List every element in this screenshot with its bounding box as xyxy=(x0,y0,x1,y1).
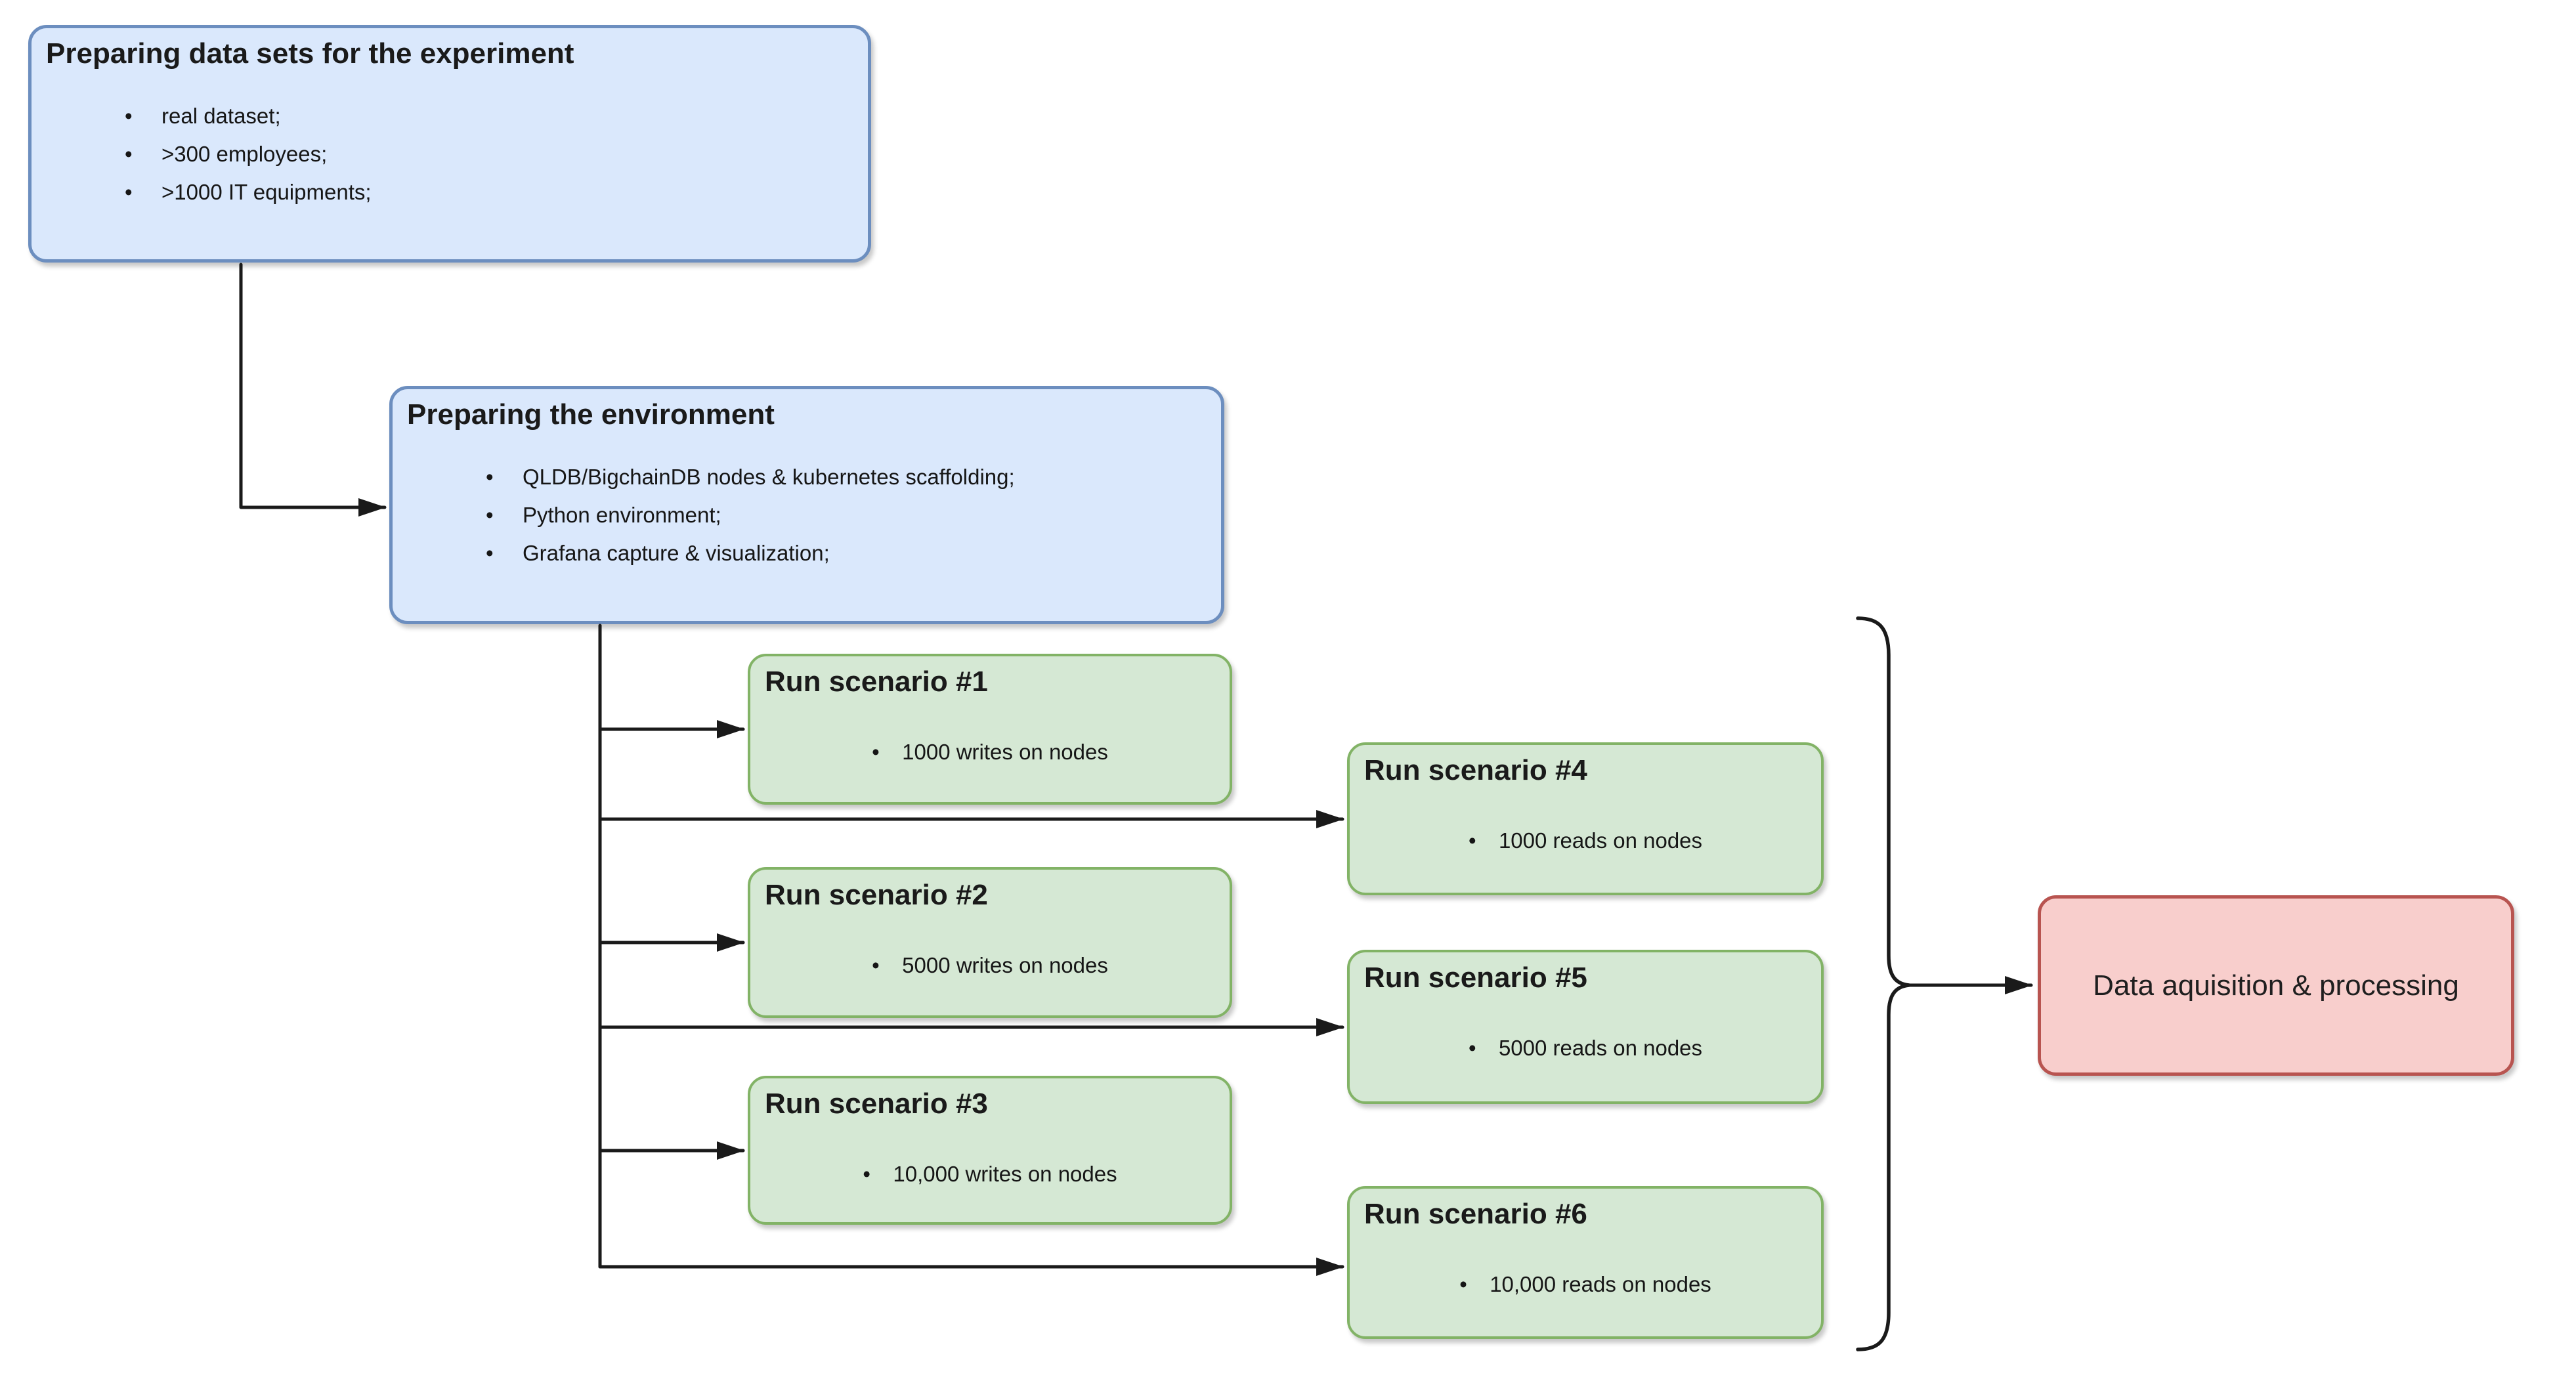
bullet-item: • >300 employees; xyxy=(125,135,868,173)
node-title: Run scenario #3 xyxy=(765,1088,988,1120)
node-run-scenario-1: Run scenario #1 • 1000 writes on nodes xyxy=(748,654,1232,805)
bullet-text: 5000 reads on nodes xyxy=(1498,1035,1703,1060)
node-title: Run scenario #6 xyxy=(1364,1198,1587,1230)
bullet-text: Python environment; xyxy=(523,502,721,527)
bullet-dot-icon: • xyxy=(872,739,880,764)
bullet-list: • 10,000 writes on nodes xyxy=(750,1155,1230,1193)
bullet-list: • real dataset; • >300 employees; • >1000 I… xyxy=(32,97,868,211)
bullet-text: 10,000 reads on nodes xyxy=(1490,1271,1711,1296)
bullet-text: Grafana capture & visualization; xyxy=(523,540,830,565)
node-run-scenario-2: Run scenario #2 • 5000 writes on nodes xyxy=(748,867,1232,1018)
bullet-text: 10,000 writes on nodes xyxy=(893,1161,1117,1186)
edge-datasets-to-environment xyxy=(239,263,387,517)
bullet-item: • Python environment; xyxy=(486,496,1221,534)
bullet-item: • real dataset; xyxy=(125,97,868,135)
bullet-list: • 5000 reads on nodes xyxy=(1350,1029,1821,1067)
node-run-scenario-3: Run scenario #3 • 10,000 writes on nodes xyxy=(748,1076,1232,1225)
node-run-scenario-5: Run scenario #5 • 5000 reads on nodes xyxy=(1347,950,1824,1104)
bullet-dot-icon: • xyxy=(1468,1035,1476,1060)
bullet-dot-icon: • xyxy=(863,1161,870,1186)
bullet-text: >1000 IT equipments; xyxy=(161,179,372,204)
bullet-item: • 5000 writes on nodes xyxy=(750,946,1230,985)
bullet-text: 1000 writes on nodes xyxy=(902,739,1108,764)
node-title: Preparing data sets for the experiment xyxy=(46,37,574,70)
curly-brace xyxy=(1856,616,1911,1351)
bullet-item: • 1000 writes on nodes xyxy=(750,733,1230,771)
bullet-dot-icon: • xyxy=(125,141,133,166)
node-title: Run scenario #2 xyxy=(765,879,988,911)
bullet-item: • QLDB/BigchainDB nodes & kubernetes scaf… xyxy=(486,458,1221,496)
bullet-dot-icon: • xyxy=(486,540,494,565)
bullet-list: • 1000 reads on nodes xyxy=(1350,822,1821,860)
bullet-item: • 5000 reads on nodes xyxy=(1350,1029,1821,1067)
bullet-text: 5000 writes on nodes xyxy=(902,952,1108,977)
bullet-item: • Grafana capture & visualization; xyxy=(486,534,1221,572)
node-run-scenario-4: Run scenario #4 • 1000 reads on nodes xyxy=(1347,742,1824,895)
bullet-text: QLDB/BigchainDB nodes & kubernetes scaff… xyxy=(523,464,1015,489)
bullet-list: • 1000 writes on nodes xyxy=(750,733,1230,771)
bullet-text: >300 employees; xyxy=(161,141,328,166)
bullet-item: • 10,000 reads on nodes xyxy=(1350,1265,1821,1304)
bullet-list: • 10,000 reads on nodes xyxy=(1350,1265,1821,1304)
bullet-dot-icon: • xyxy=(872,952,880,977)
bullet-list: • QLDB/BigchainDB nodes & kubernetes scaf… xyxy=(393,458,1221,572)
node-prepare-datasets: Preparing data sets for the experiment •… xyxy=(28,25,871,263)
node-title: Preparing the environment xyxy=(407,398,775,431)
bullet-list: • 5000 writes on nodes xyxy=(750,946,1230,985)
bullet-item: • >1000 IT equipments; xyxy=(125,173,868,211)
node-run-scenario-6: Run scenario #6 • 10,000 reads on nodes xyxy=(1347,1186,1824,1339)
bullet-dot-icon: • xyxy=(125,103,133,128)
node-data-acquisition: Data aquisition & processing xyxy=(2038,895,2514,1076)
bullet-item: • 10,000 writes on nodes xyxy=(750,1155,1230,1193)
bullet-dot-icon: • xyxy=(1468,828,1476,853)
bullet-dot-icon: • xyxy=(125,179,133,204)
node-title: Run scenario #4 xyxy=(1364,754,1587,786)
bullet-text: real dataset; xyxy=(161,103,281,128)
bullet-text: 1000 reads on nodes xyxy=(1498,828,1703,853)
node-title: Run scenario #5 xyxy=(1364,962,1587,994)
bullet-item: • 1000 reads on nodes xyxy=(1350,822,1821,860)
node-title: Run scenario #1 xyxy=(765,666,988,698)
node-label-wrap: Data aquisition & processing xyxy=(2041,899,2511,1072)
node-title: Data aquisition & processing xyxy=(2093,969,2459,1002)
bullet-dot-icon: • xyxy=(486,464,494,489)
bullet-dot-icon: • xyxy=(486,502,494,527)
bullet-dot-icon: • xyxy=(1459,1271,1467,1296)
node-prepare-environment: Preparing the environment • QLDB/Bigchain… xyxy=(389,386,1224,624)
